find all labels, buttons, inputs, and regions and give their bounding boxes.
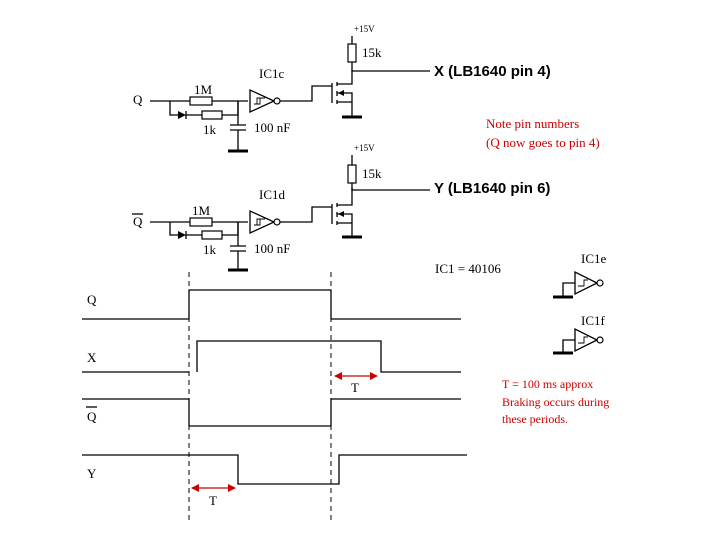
resistor-1m — [189, 217, 213, 227]
capacitor-icon — [230, 245, 246, 252]
cap-label: 100 nF — [254, 120, 290, 135]
schmitt-trigger-icon — [574, 327, 599, 353]
note-line-1: Note pin numbers — [486, 116, 579, 131]
waveform-y — [82, 454, 467, 485]
diode-icon — [178, 231, 186, 239]
spare-gate-ic1e: IC1e — [553, 251, 607, 299]
r-1m-label: 1M — [192, 203, 211, 218]
waveform-q — [82, 289, 461, 320]
ic1f-label: IC1f — [581, 313, 606, 328]
t-note-1: T = 100 ms approx — [502, 377, 593, 391]
t-label-y: T — [209, 493, 217, 508]
resistor-1k — [201, 230, 223, 240]
output-x-label: X (LB1640 pin 4) — [434, 63, 551, 80]
circuit-top: Q 1M 1k 100 nF IC1c +15V — [133, 24, 551, 153]
schmitt-trigger-icon — [249, 209, 276, 235]
resistor-15k — [347, 43, 357, 63]
r-15k-label: 15k — [362, 45, 382, 60]
waveform-x — [82, 340, 461, 373]
split-wire — [169, 100, 190, 116]
r-15k-label: 15k — [362, 166, 382, 181]
diode-icon — [178, 111, 186, 119]
capacitor-icon — [230, 124, 246, 131]
ic1d-label: IC1d — [259, 187, 286, 202]
ic1e-label: IC1e — [581, 251, 607, 266]
r-1k-label: 1k — [203, 122, 217, 137]
spare-gate-ic1f: IC1f — [553, 313, 606, 355]
signal-label-q: Q — [87, 292, 97, 307]
ic1c-label: IC1c — [259, 66, 285, 81]
schmitt-trigger-icon — [249, 88, 276, 114]
r-1m-label: 1M — [194, 82, 213, 97]
signal-label-x: X — [87, 350, 97, 365]
signal-label-y: Y — [87, 466, 97, 481]
schmitt-trigger-icon — [574, 270, 599, 296]
signal-label-qbar: Q — [87, 409, 97, 424]
inverter-bubble-icon — [273, 97, 281, 105]
input-qbar-label: Q — [133, 214, 143, 229]
t-note-3: these periods. — [502, 412, 568, 426]
input-q-label: Q — [133, 92, 143, 107]
circuit-bottom: Q 1M 1k 100 nF IC1d +15V 15k Y (LB1640 p… — [132, 143, 550, 272]
cap-label: 100 nF — [254, 241, 290, 256]
ic-type-label: IC1 = 40106 — [435, 261, 501, 276]
inverter-bubble-icon — [273, 218, 281, 226]
resistor-1m — [189, 96, 213, 106]
t-note-2: Braking occurs during — [502, 395, 609, 409]
output-y-label: Y (LB1640 pin 6) — [434, 180, 550, 197]
waveform-qbar — [82, 398, 461, 427]
supply-label: +15V — [354, 24, 375, 34]
r-1k-label: 1k — [203, 242, 217, 257]
resistor-15k — [347, 164, 357, 184]
timing-diagram: Q X Q Y T T T = 100 ms approx Braking oc… — [82, 272, 609, 520]
note-line-2: (Q now goes to pin 4) — [486, 135, 600, 150]
supply-label: +15V — [354, 143, 375, 153]
t-label-x: T — [351, 380, 359, 395]
resistor-1k — [201, 110, 223, 120]
